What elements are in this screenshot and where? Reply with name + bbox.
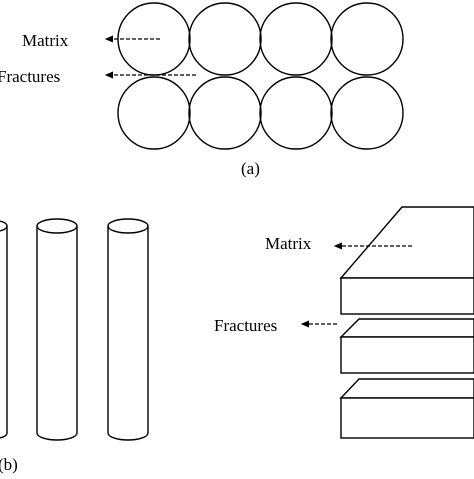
- panel-b-label: (b): [0, 455, 18, 474]
- panel-a-label: (a): [241, 159, 260, 178]
- matrix-cylinder: [36, 218, 78, 441]
- matrix-sphere: [188, 76, 262, 150]
- matrix-slab: [339, 378, 474, 439]
- matrix-sphere: [259, 76, 333, 150]
- matrix-sphere: [330, 76, 404, 150]
- matrix-sphere: [117, 76, 191, 150]
- panel-a-matrix-label: Matrix: [22, 31, 69, 50]
- matrix-cylinder: [107, 218, 149, 441]
- matrix-sphere: [188, 2, 262, 76]
- cylinder-group: [0, 218, 149, 441]
- panel-c-matrix-label: Matrix: [265, 234, 312, 253]
- matrix-sphere: [330, 2, 404, 76]
- matrix-slab: [339, 206, 474, 315]
- matrix-slab: [339, 318, 474, 374]
- panel-a-fractures-label: Fractures: [0, 67, 60, 86]
- panel-c-fractures-label: Fractures: [214, 316, 277, 335]
- matrix-cylinder: [0, 220, 8, 439]
- sphere-grid: [117, 2, 404, 150]
- matrix-sphere: [259, 2, 333, 76]
- slab-stack: [339, 206, 474, 439]
